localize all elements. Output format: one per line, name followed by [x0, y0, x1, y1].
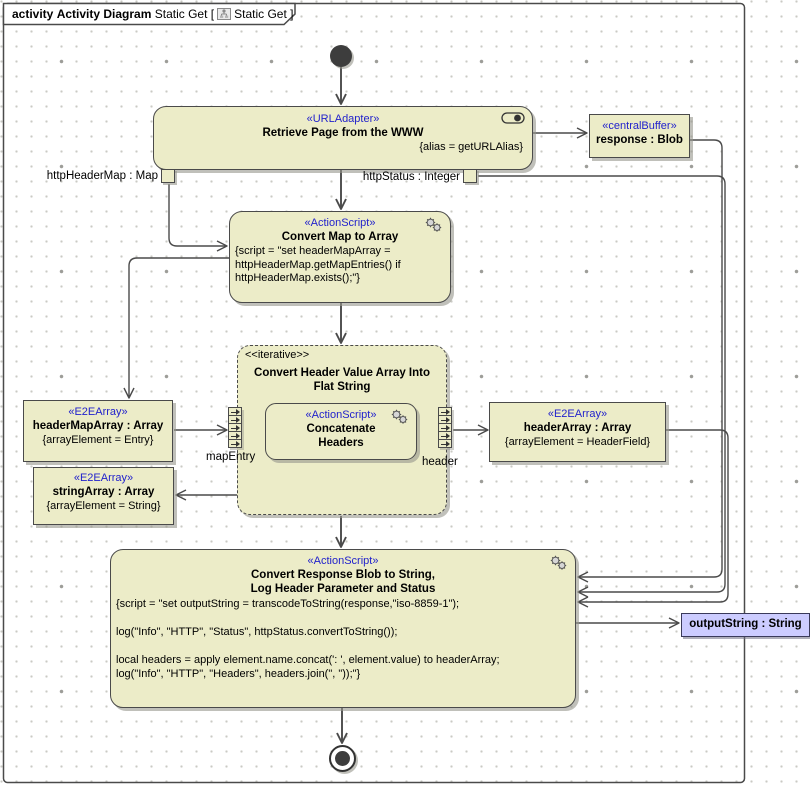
headermaparray-stereotype: «E2EArray»: [68, 406, 128, 418]
iterative-name: Convert Header Value Array Into Flat Str…: [254, 367, 430, 393]
headerarray-name: headerArray : Array: [523, 422, 632, 434]
stringarray-name: stringArray : Array: [52, 486, 155, 498]
convert-response-script: {script = "set outputString = transcodeT…: [116, 598, 500, 680]
adapter-icon: [501, 112, 525, 127]
gears-icon: [390, 409, 409, 428]
headerarray-stereotype: «E2EArray»: [547, 408, 608, 420]
edge-headermaparray-to-mapentry[interactable]: [174, 424, 228, 436]
response-name: response : Blob: [596, 134, 683, 146]
expansion-cell: [438, 439, 452, 448]
concatenate-stereotype: «ActionScript»: [305, 409, 377, 421]
gears-icon: [424, 217, 443, 236]
frame-diagram-name: Static Get: [154, 7, 208, 21]
retrieve-page-name: Retrieve Page from the WWW: [262, 127, 424, 139]
edge-header-to-headerarray[interactable]: [453, 424, 489, 436]
edge-headerarray-to-convertresponse[interactable]: [577, 429, 729, 608]
headermaparray-tag: {arrayElement = Entry}: [42, 434, 154, 446]
edge-convertmap-to-iterative[interactable]: [335, 303, 347, 344]
edge-initial-to-retrieve[interactable]: [335, 67, 347, 105]
object-headerarray[interactable]: «E2EArray» headerArray : Array {arrayEle…: [489, 402, 666, 462]
action-convert-map-to-array[interactable]: «ActionScript» Convert Map to Array {scr…: [229, 211, 451, 303]
stringarray-stereotype: «E2EArray»: [73, 472, 134, 484]
convert-map-stereotype: «ActionScript»: [304, 217, 376, 229]
frame-title: activity Activity Diagram Static Get [St…: [12, 7, 294, 21]
edge-response-to-convertresponse[interactable]: [577, 139, 723, 583]
object-headermaparray[interactable]: «E2EArray» headerMapArray : Array {array…: [23, 400, 173, 462]
action-retrieve-page[interactable]: «URLAdapter» Retrieve Page from the WWW …: [153, 106, 533, 170]
gears-icon: [549, 555, 568, 574]
response-stereotype: «centralBuffer»: [602, 120, 677, 132]
convert-response-stereotype: «ActionScript»: [307, 555, 379, 567]
convert-response-name: Convert Response Blob to String, Log Hea…: [250, 569, 436, 595]
action-concatenate-headers[interactable]: «ActionScript» Concatenate Headers: [265, 403, 417, 460]
convert-map-script: {script = "set headerMapArray = httpHead…: [235, 245, 401, 284]
concatenate-name: Concatenate Headers: [306, 423, 376, 449]
expansion-label-header: header: [422, 456, 458, 468]
headermaparray-name: headerMapArray : Array: [32, 420, 164, 432]
edge-httpheadermap-to-convertmap[interactable]: [168, 184, 228, 252]
central-buffer-response[interactable]: «centralBuffer» response : Blob: [589, 114, 690, 158]
activity-final-dot: [335, 751, 350, 766]
initial-node[interactable]: [330, 45, 352, 67]
edge-convertmap-to-headermaparray[interactable]: [123, 257, 229, 399]
frame-context-open: [: [210, 7, 215, 21]
pin-httpstatus[interactable]: [463, 169, 477, 183]
convert-map-name: Convert Map to Array: [281, 231, 399, 243]
object-outputstring[interactable]: outputString : String: [681, 613, 810, 637]
headerarray-tag: {arrayElement = HeaderField}: [504, 436, 651, 448]
retrieve-page-tag: {alias = getURLAlias}: [419, 141, 523, 153]
pin-httpheadermap[interactable]: [161, 169, 175, 183]
frame-keyword: activity: [12, 7, 54, 21]
frame-diagram-type: Activity Diagram: [56, 7, 152, 21]
edge-convertresponse-to-outputstring[interactable]: [576, 617, 680, 629]
frame-context-name: Static Get: [234, 7, 287, 21]
iterative-stereotype: <<iterative>>: [245, 349, 310, 361]
expansion-node-mapentry[interactable]: [228, 407, 242, 448]
stringarray-tag: {arrayElement = String}: [46, 500, 161, 512]
edge-convertresponse-to-final[interactable]: [336, 708, 348, 744]
retrieve-page-stereotype: «URLAdapter»: [306, 113, 380, 125]
activity-final-node[interactable]: [329, 745, 356, 772]
edge-retrieve-to-response[interactable]: [533, 127, 588, 139]
expansion-label-mapentry: mapEntry: [206, 451, 256, 463]
edge-httpstatus-to-convertresponse[interactable]: [478, 175, 726, 598]
edge-retrieve-to-convertmap[interactable]: [335, 170, 347, 210]
activity-diagram-icon: [217, 8, 232, 20]
pin-label-httpstatus: httpStatus : Integer: [362, 171, 460, 183]
pin-label-httpheadermap: httpHeaderMap : Map: [46, 170, 158, 182]
expansion-node-header[interactable]: [438, 407, 452, 448]
frame-context-close: ]: [290, 7, 294, 21]
object-stringarray[interactable]: «E2EArray» stringArray : Array {arrayEle…: [33, 467, 174, 525]
action-convert-response[interactable]: «ActionScript» Convert Response Blob to …: [110, 549, 576, 708]
edge-iterative-to-convertresponse[interactable]: [335, 516, 347, 548]
expansion-cell: [228, 439, 242, 448]
